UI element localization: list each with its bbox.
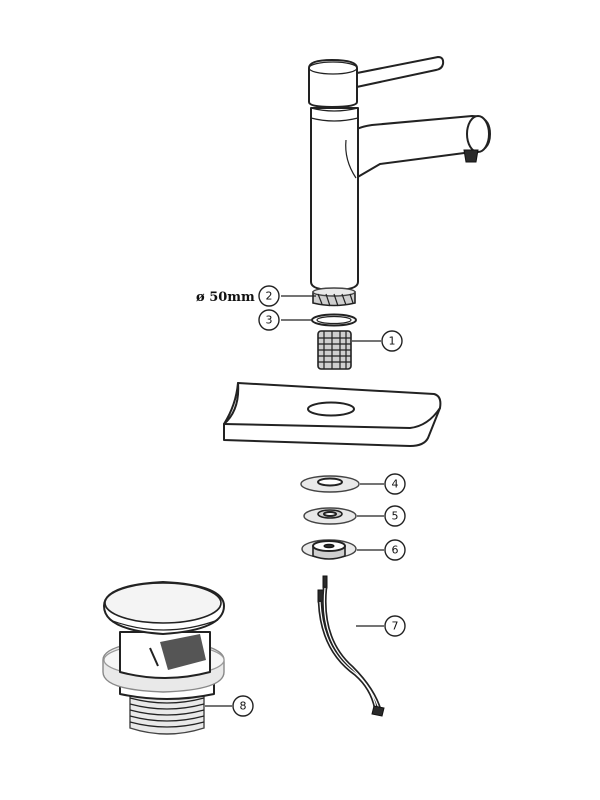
part-7-flexible-hoses <box>317 575 385 717</box>
leader-lines <box>205 295 384 707</box>
callout-number: 3 <box>266 314 273 327</box>
diameter-label: ø 50mm <box>196 290 255 305</box>
callout-number: 8 <box>240 700 247 713</box>
part-5-washer <box>303 507 357 525</box>
callout-2: 2 <box>258 285 280 307</box>
callout-number: 2 <box>266 290 273 303</box>
part-8-pop-up-waste <box>102 581 225 735</box>
callout-6: 6 <box>384 539 406 561</box>
part-1-threaded-stud <box>317 330 352 370</box>
part-4-washer <box>300 475 360 493</box>
callout-number: 6 <box>392 544 399 557</box>
part-3-o-ring <box>311 313 357 327</box>
callout-number: 1 <box>389 335 396 348</box>
callout-8: 8 <box>232 695 254 717</box>
callout-number: 5 <box>392 510 399 523</box>
part-6-fixing-nut <box>301 539 357 560</box>
callout-1: 1 <box>381 330 403 352</box>
callout-5: 5 <box>384 505 406 527</box>
callout-3: 3 <box>258 309 280 331</box>
faucet-body <box>308 56 491 291</box>
part-2-threaded-ring <box>312 287 356 307</box>
callout-4: 4 <box>384 473 406 495</box>
callout-7: 7 <box>384 615 406 637</box>
callout-number: 4 <box>392 478 399 491</box>
basin-deck-plate <box>223 382 442 447</box>
callout-number: 7 <box>392 620 399 633</box>
